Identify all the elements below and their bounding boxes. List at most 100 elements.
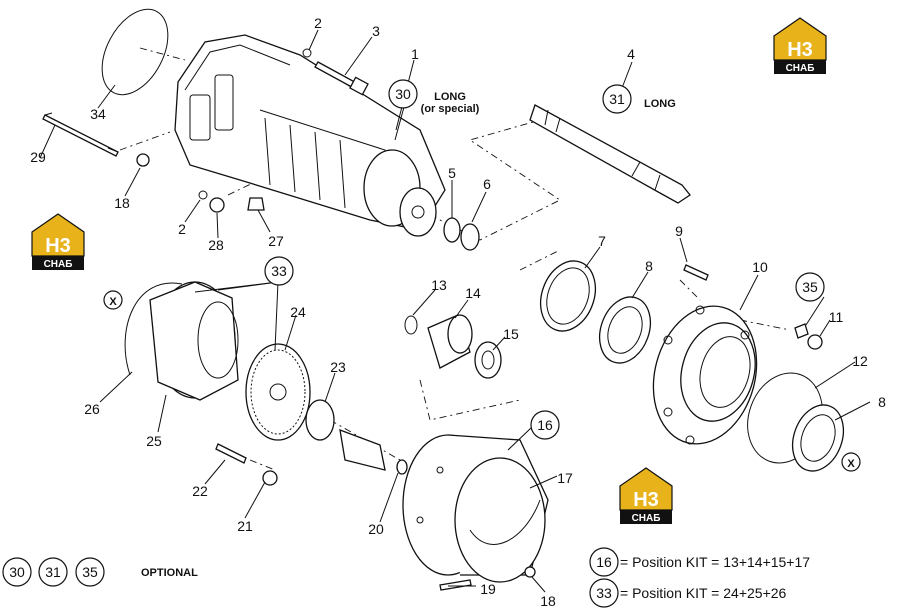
callout-34: 34 — [90, 106, 106, 122]
logo-word: СНАБ — [632, 513, 661, 524]
part-2-washer-bottom — [198, 190, 208, 200]
part-15-bearing — [474, 341, 502, 379]
part-35-optional-washer — [794, 323, 809, 339]
part-11-nut — [807, 334, 823, 350]
part-8-bearing-upper — [598, 296, 652, 364]
callout-21: 21 — [237, 518, 253, 534]
callout-8-upper: 8 — [645, 258, 653, 274]
part-13-snap-ring — [404, 315, 418, 335]
callout-13: 13 — [431, 277, 447, 293]
logo-letters: H3 — [787, 39, 813, 61]
callout-3: 3 — [372, 23, 380, 39]
callout-18-bottom: 18 — [540, 593, 556, 609]
callout-20: 20 — [368, 521, 384, 537]
callout-26: 26 — [84, 401, 100, 417]
callout-8-lower: 8 — [878, 394, 886, 410]
part-4-axle-shaft — [529, 104, 691, 204]
callout-28: 28 — [208, 237, 224, 253]
logo-word: СНАБ — [44, 259, 73, 270]
part-24-planet-carrier-gear — [245, 343, 311, 441]
part-8-bearing-lower — [791, 404, 845, 472]
part-25-ring-gear — [149, 281, 239, 401]
callout-7: 7 — [598, 233, 606, 249]
callout-2-top: 2 — [314, 15, 322, 31]
part-28-nut — [209, 197, 225, 213]
callout-29: 29 — [30, 149, 46, 165]
part-7-seal — [539, 260, 597, 332]
note-long: LONG — [644, 98, 676, 110]
optional-items-row: 30 31 35 OPTIONAL — [2, 557, 198, 587]
callout-24: 24 — [290, 304, 306, 320]
part-3-bolt — [314, 61, 369, 96]
part-23-thrust-plate — [305, 399, 335, 441]
part-29-stud — [42, 112, 119, 157]
callout-11: 11 — [829, 309, 844, 325]
callout-14: 14 — [465, 285, 481, 301]
callout-12: 12 — [852, 353, 868, 369]
part-19-bolt — [439, 579, 472, 591]
callout-16: 16 — [537, 417, 553, 433]
part-34-o-ring — [101, 8, 169, 96]
kit-legend-text: = Position KIT = 13+14+15+17 — [620, 554, 810, 570]
optional-item: 35 — [82, 564, 98, 580]
kit-legend: 16 = Position KIT = 13+14+15+17 33 = Pos… — [589, 547, 810, 608]
part-18-plug-lower — [524, 566, 536, 578]
callout-27: 27 — [268, 233, 284, 249]
x-marker-right: X — [841, 452, 861, 472]
callout-10: 10 — [752, 259, 768, 275]
part-21-nut — [262, 470, 278, 486]
svg-text:X: X — [847, 458, 855, 470]
callout-18-top: 18 — [114, 195, 130, 211]
kit-legend-text: = Position KIT = 24+25+26 — [620, 585, 787, 601]
callout-31: 31 — [609, 91, 625, 107]
part-10-wheel-hub — [652, 305, 758, 445]
callout-4: 4 — [627, 46, 635, 62]
part-26-snap-ring — [124, 282, 183, 376]
callout-2-bottom: 2 — [178, 221, 186, 237]
logo-letters: H3 — [45, 235, 71, 257]
note-long-special-line2: (or special) — [421, 103, 480, 115]
part-27-plug — [247, 197, 265, 211]
part-22-stud — [215, 443, 247, 464]
callout-labels: 34 2 3 1 4 5 6 29 18 2 28 27 7 8 9 10 11… — [30, 15, 886, 609]
optional-item: 31 — [45, 564, 61, 580]
optional-label: OPTIONAL — [141, 567, 198, 579]
brand-logo-left: H3 СНАБ — [31, 213, 85, 270]
part-18-nut — [136, 153, 150, 167]
optional-item: 30 — [9, 564, 25, 580]
part-6-ring — [460, 223, 480, 251]
callout-1: 1 — [411, 46, 419, 62]
part-20-washer — [396, 459, 408, 475]
x-marker-left: X — [103, 290, 123, 310]
callout-19: 19 — [480, 581, 496, 597]
leader-lines — [39, 29, 871, 593]
part-17-planetary-cover — [402, 434, 549, 583]
callout-22: 22 — [192, 483, 208, 499]
svg-text:X: X — [109, 296, 117, 308]
logo-word: СНАБ — [786, 63, 815, 74]
callout-6: 6 — [483, 176, 491, 192]
part-9-wheel-stud — [683, 264, 709, 281]
kit-legend-ref: 16 — [596, 554, 612, 570]
callout-35: 35 — [802, 279, 818, 295]
part-14-sun-gear — [427, 314, 473, 369]
callout-17: 17 — [557, 470, 573, 486]
note-long-special-line1: LONG — [434, 91, 466, 103]
part-1-axle-housing — [174, 34, 446, 237]
callout-5: 5 — [448, 165, 456, 181]
part-5-ring — [443, 217, 461, 243]
brand-logo-top-right: H3 СНАБ — [773, 17, 827, 74]
callout-15: 15 — [503, 326, 519, 342]
brand-logo-bottom: H3 СНАБ — [619, 467, 673, 524]
callout-30: 30 — [395, 86, 411, 102]
callout-9: 9 — [675, 223, 683, 239]
logo-letters: H3 — [633, 489, 659, 511]
spline-shaft — [339, 428, 386, 471]
callout-33: 33 — [271, 263, 287, 279]
callout-25: 25 — [146, 433, 162, 449]
callout-23: 23 — [330, 359, 346, 375]
part-2-washer-top — [302, 48, 312, 58]
kit-legend-ref: 33 — [596, 585, 612, 601]
circled-callouts: 30 31 33 35 16 — [264, 79, 825, 440]
